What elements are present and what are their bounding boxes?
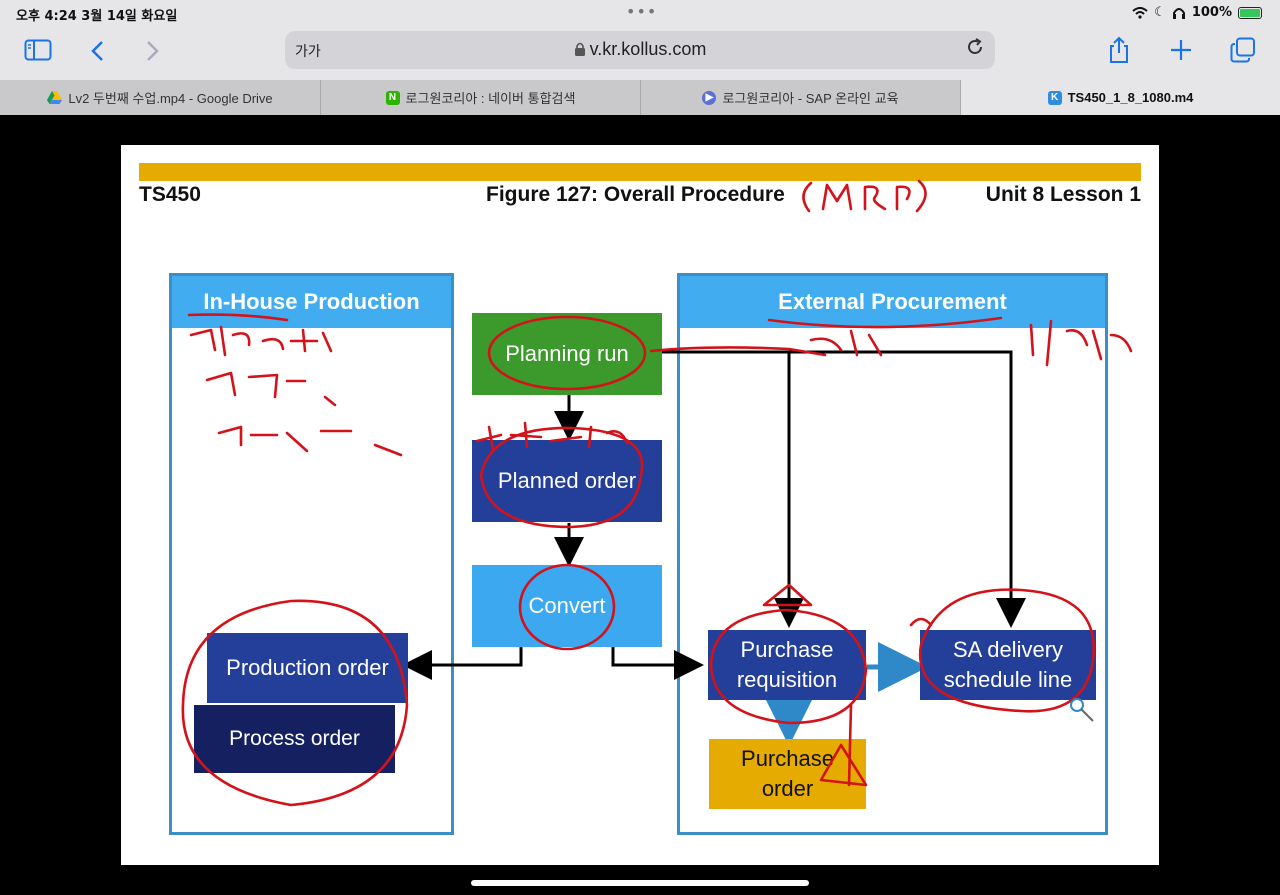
battery-icon [1238, 6, 1262, 19]
tab-bar: Lv2 두번째 수업.mp4 - Google Drive N 로그원코리아 :… [0, 80, 1280, 115]
purchase-requisition-box: Purchase requisition [708, 630, 866, 700]
in-house-production-title: In-House Production [172, 276, 451, 328]
tab-label: 로그원코리아 : 네이버 통합검색 [405, 91, 576, 106]
tab-label: TS450_1_8_1080.m4 [1067, 90, 1194, 105]
tab-sap-education[interactable]: ▶ 로그원코리아 - SAP 온라인 교육 [641, 80, 961, 115]
kollus-icon: K [1047, 90, 1062, 105]
tab-label: Lv2 두번째 수업.mp4 - Google Drive [68, 91, 273, 106]
slide-left-header: TS450 [139, 183, 201, 206]
multitask-dots[interactable]: ••• [626, 2, 658, 21]
process-order-box: Process order [194, 705, 395, 773]
plus-icon[interactable] [1170, 39, 1192, 61]
browser-toolbar: 가가 v.kr.kollus.com [0, 26, 1280, 80]
planned-order-box: Planned order [472, 440, 662, 522]
forward-icon[interactable] [146, 40, 160, 62]
tab-label: 로그원코리아 - SAP 온라인 교육 [722, 91, 899, 106]
planning-run-box: Planning run [472, 313, 662, 395]
sa-delivery-schedule-line-box: SA delivery schedule line [920, 630, 1096, 700]
status-time: 오후 4:24 3월 14일 화요일 [16, 9, 178, 24]
tabs-icon[interactable] [1230, 37, 1256, 63]
naver-icon: N [385, 90, 400, 105]
wifi-icon [1132, 6, 1148, 19]
production-order-box: Production order [207, 633, 408, 703]
tab-naver-search[interactable]: N 로그원코리아 : 네이버 통합검색 [321, 80, 641, 115]
google-drive-icon [47, 91, 63, 104]
headphones-icon [1172, 7, 1185, 19]
slide-accent-bar [139, 163, 1141, 181]
tab-ts450-video[interactable]: K TS450_1_8_1080.m4 [961, 80, 1280, 115]
address-bar[interactable]: 가가 v.kr.kollus.com [285, 31, 995, 69]
battery-percent: 100% [1191, 5, 1232, 20]
back-icon[interactable] [90, 40, 104, 62]
reload-icon[interactable] [965, 37, 985, 57]
video-slide[interactable]: TS450 Figure 127: Overall Procedure Unit… [121, 145, 1159, 865]
text-size-button[interactable]: 가가 [295, 44, 321, 60]
purchase-order-box: Purchase order [709, 739, 866, 809]
lock-icon [574, 42, 585, 56]
sidebar-icon[interactable] [24, 39, 52, 61]
slide-figure-title: Figure 127: Overall Procedure [486, 183, 785, 206]
share-icon[interactable] [1107, 36, 1131, 64]
url-label: v.kr.kollus.com [589, 39, 707, 59]
url-text: v.kr.kollus.com [285, 39, 995, 60]
status-bar: 오후 4:24 3월 14일 화요일 ••• ☾ 100% [0, 0, 1280, 26]
convert-box: Convert [472, 565, 662, 647]
slide-right-header: Unit 8 Lesson 1 [985, 183, 1141, 206]
tab-google-drive[interactable]: Lv2 두번째 수업.mp4 - Google Drive [0, 80, 321, 115]
home-indicator[interactable] [471, 880, 809, 886]
status-right: ☾ 100% [1132, 5, 1262, 20]
play-icon: ▶ [702, 90, 717, 105]
moon-icon: ☾ [1154, 5, 1166, 20]
